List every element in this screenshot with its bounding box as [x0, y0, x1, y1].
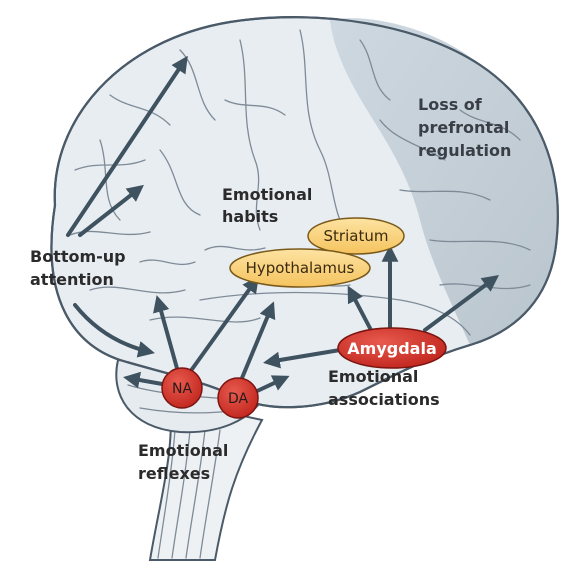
loss-line-1: Loss of: [418, 95, 483, 114]
cerebrum: [51, 17, 557, 407]
striatum-label: Striatum: [324, 227, 389, 245]
assoc-line-2: associations: [328, 390, 440, 409]
reflex-line-1: Emotional: [138, 441, 228, 460]
habits-line-1: Emotional: [222, 185, 312, 204]
na-label: NA: [172, 381, 192, 397]
node-striatum: Striatum: [308, 218, 404, 254]
node-amygdala: Amygdala: [338, 328, 446, 368]
node-na: NA: [162, 368, 202, 408]
loss-line-3: regulation: [418, 141, 511, 160]
loss-line-2: prefrontal: [418, 118, 509, 137]
amygdala-label: Amygdala: [347, 339, 436, 358]
assoc-line-1: Emotional: [328, 367, 418, 386]
habits-line-2: habits: [222, 207, 278, 226]
reflex-line-2: reflexes: [138, 464, 210, 483]
hypothalamus-label: Hypothalamus: [246, 259, 355, 277]
bottomup-line-2: attention: [30, 270, 114, 289]
node-da: DA: [218, 378, 258, 418]
da-label: DA: [228, 391, 249, 407]
bottomup-line-1: Bottom-up: [30, 247, 126, 266]
node-hypothalamus: Hypothalamus: [230, 249, 370, 287]
